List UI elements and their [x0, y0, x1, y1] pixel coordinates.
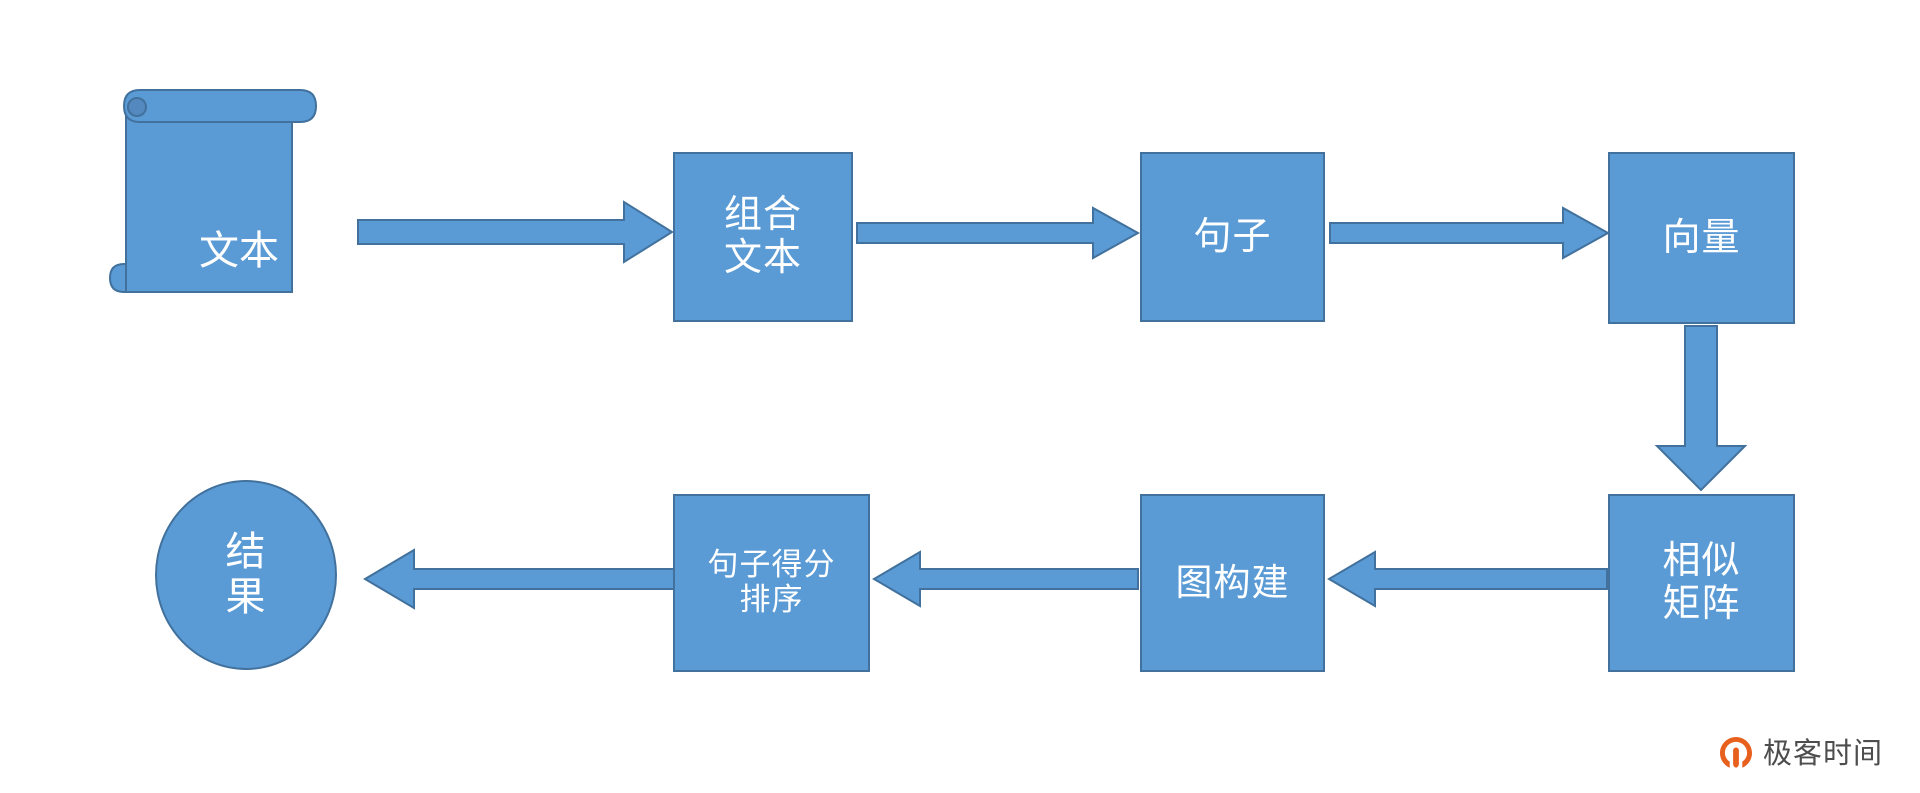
- arrow-left-glyph: [1327, 550, 1608, 608]
- logo-pin: [1733, 747, 1739, 768]
- watermark-text: 极客时间: [1763, 735, 1884, 770]
- logo-ring: [1720, 737, 1752, 768]
- node-result[interactable]: 结 果: [155, 480, 337, 670]
- arrow-text-to-combined: [356, 200, 674, 264]
- node-similarity-matrix[interactable]: 相似 矩阵: [1608, 494, 1795, 672]
- arrow-ranking-to-result: [363, 548, 676, 610]
- geekbang-logo-icon: [1718, 735, 1754, 771]
- arrow-left-glyph: [872, 550, 1139, 608]
- arrow-left-glyph: [363, 548, 675, 610]
- arrow-vector-to-simmatrix: [1654, 324, 1748, 492]
- watermark: 极客时间: [1718, 735, 1883, 771]
- arrow-graph-to-ranking: [872, 550, 1140, 608]
- node-sentence[interactable]: 句子: [1140, 152, 1325, 322]
- node-combined-text[interactable]: 组合 文本: [673, 152, 853, 322]
- arrow-sentence-to-vector: [1328, 206, 1611, 260]
- arrow-down-glyph: [1654, 325, 1748, 492]
- node-sentence-ranking[interactable]: 句子得分 排序: [673, 494, 870, 672]
- node-graph-build[interactable]: 图构建: [1140, 494, 1325, 672]
- arrow-simmatrix-to-graph: [1327, 550, 1609, 608]
- scroll-top-roll: [122, 89, 318, 123]
- arrow-combined-to-sentence: [855, 206, 1141, 260]
- scroll-curl-knot: [127, 97, 147, 117]
- node-vector[interactable]: 向量: [1608, 152, 1795, 324]
- arrow-right-glyph: [1329, 206, 1611, 260]
- arrow-right-glyph: [856, 206, 1141, 260]
- node-text-scroll[interactable]: 文本: [108, 88, 370, 308]
- arrow-right-glyph: [357, 200, 674, 264]
- node-text-label: 文本: [199, 229, 279, 273]
